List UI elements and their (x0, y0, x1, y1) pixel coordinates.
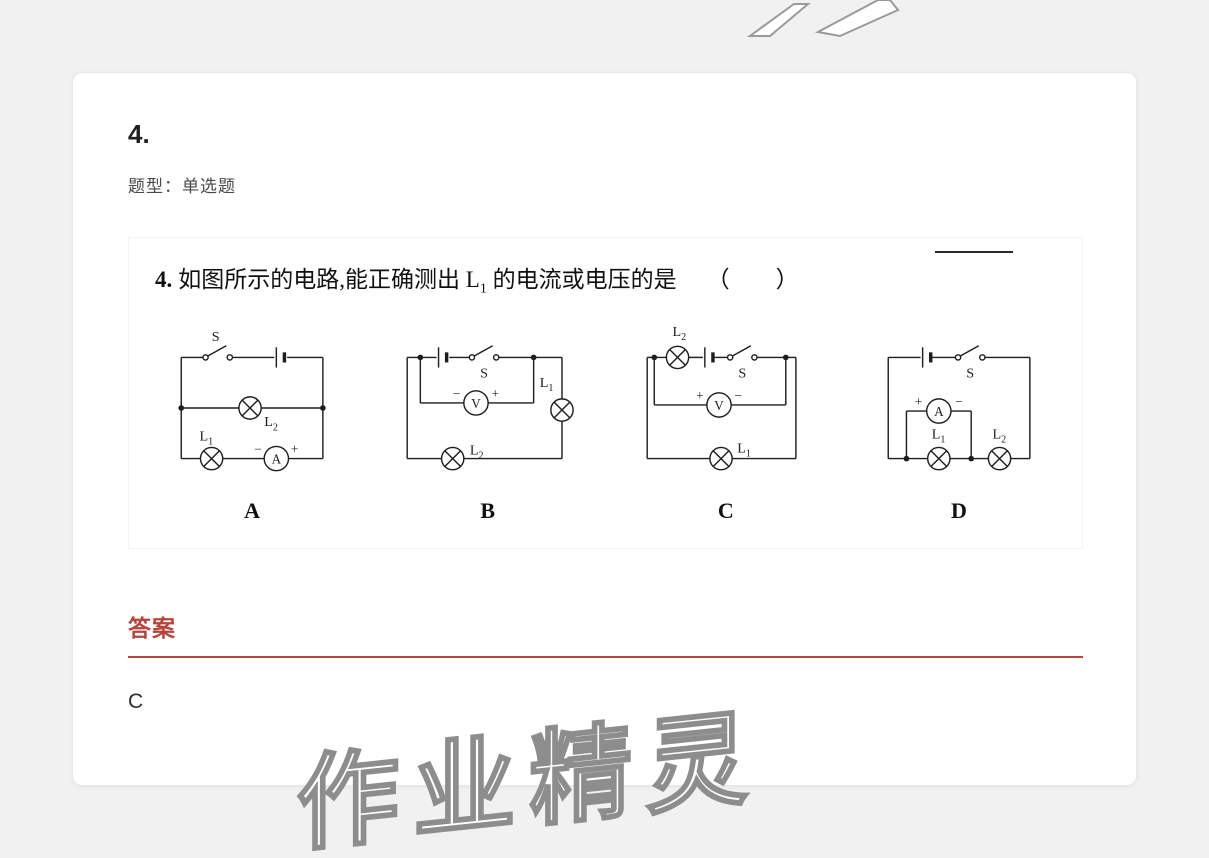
lamp-symbol-l1 (926, 446, 951, 471)
circuit-options-row: S L2 L1 A − + A (155, 322, 1056, 524)
stem-text: 如图所示的电路,能正确测出 L (178, 267, 480, 292)
meter-letter: V (471, 396, 481, 411)
circuit-d-labels: S L1 L2 A + − (915, 365, 1006, 445)
junction-dot (783, 354, 789, 360)
question-stem: 4.如图所示的电路,能正确测出 L1 的电流或电压的是 （ ） (155, 260, 1056, 298)
meter-minus: − (955, 394, 962, 409)
circuit-a-diagram: S L2 L1 A − + (178, 329, 326, 472)
switch-symbol (468, 344, 500, 361)
question-type-label: 题型：单选题 (128, 177, 236, 196)
lamp-label-l2: L2 (992, 426, 1006, 445)
meter-plus: + (696, 387, 703, 402)
voltmeter-symbol (462, 389, 489, 416)
voltmeter-symbol (706, 391, 733, 418)
circuit-option-label: C (717, 497, 734, 523)
junction-dot (320, 404, 326, 411)
ammeter-symbol (263, 445, 290, 472)
switch-symbol (202, 344, 234, 361)
meter-plus: + (291, 441, 298, 456)
lamp-label-l2: L2 (673, 324, 687, 343)
circuit-b-wires (406, 344, 574, 471)
lamp-symbol-l1 (709, 446, 734, 471)
circuit-c-labels: L2 S L1 V + − (673, 324, 751, 459)
meter-letter: A (934, 404, 944, 419)
watermark-text: 作业精灵 (297, 699, 762, 858)
lamp-label-l1: L1 (932, 426, 946, 445)
lamp-symbol-l2 (665, 345, 690, 369)
watermark-fragment-shapes (746, 0, 900, 38)
switch-label: S (480, 365, 488, 381)
circuit-d-diagram: S L1 L2 A + − (887, 344, 1031, 471)
switch-label: S (739, 365, 747, 381)
battery-symbol (275, 346, 287, 368)
circuit-b-labels: S L1 L2 V − + (453, 365, 553, 461)
question-body: 4.如图所示的电路,能正确测出 L1 的电流或电压的是 （ ） (128, 237, 1083, 549)
switch-symbol (954, 344, 986, 361)
watermark: 作业精灵 (295, 697, 763, 858)
lamp-label-l2: L2 (264, 414, 278, 433)
answer-divider (128, 656, 1083, 658)
circuit-d-wires (887, 344, 1031, 471)
stem-subscript: 1 (479, 281, 487, 297)
circuit-b-diagram: S L1 L2 V − + (406, 344, 574, 471)
lamp-symbol-l1 (549, 397, 574, 422)
meter-letter: A (272, 451, 282, 466)
junction-dot (530, 354, 537, 360)
junction-dot (968, 455, 974, 462)
answer-section-heading: 答案 (128, 615, 176, 641)
battery-symbol (437, 346, 448, 368)
junction-dot (178, 404, 185, 411)
answer-value: C (128, 690, 144, 713)
junction-dot (417, 354, 423, 360)
circuit-option-d: S L1 L2 A + − D (868, 322, 1050, 524)
circuit-option-c: L2 S L1 V + − C (632, 322, 819, 524)
circuit-c-diagram: L2 S L1 V + − (646, 324, 797, 471)
meter-minus: − (735, 387, 742, 402)
circuit-option-a: S L2 L1 A − + A (161, 322, 343, 524)
meter-plus: + (915, 394, 922, 409)
circuit-option-label: A (244, 497, 260, 523)
lamp-symbol-l2 (440, 446, 465, 471)
lamp-symbol-l2 (987, 446, 1012, 471)
meter-minus: − (453, 385, 460, 400)
watermark-fragment (746, 0, 900, 38)
junction-dot (903, 455, 910, 462)
lamp-label-l1: L1 (737, 440, 751, 459)
switch-label: S (966, 365, 974, 381)
question-card: 4. 题型：单选题 4.如图所示的电路,能正确测出 L1 的电流或电压的是（ ） (72, 72, 1137, 786)
circuit-option-label: B (480, 497, 496, 523)
battery-symbol (921, 346, 933, 368)
lamp-label-l1: L1 (539, 374, 553, 393)
junction-dot (651, 354, 658, 360)
lamp-label-l1: L1 (199, 428, 213, 447)
battery-symbol (704, 346, 715, 368)
circuit-c-wires (646, 344, 797, 471)
answer-blank-line (935, 251, 1013, 253)
lamp-symbol-l2 (238, 395, 262, 420)
meter-letter: V (715, 398, 725, 413)
meter-plus: + (491, 385, 498, 400)
stem-tail: 的电流或电压的是 (486, 267, 677, 292)
switch-label: S (212, 329, 220, 345)
answer-blank-parens: （ ） (706, 267, 799, 292)
circuit-option-label: D (950, 497, 967, 523)
lamp-symbol-l1 (199, 446, 224, 471)
lamp-label-l2: L2 (469, 442, 483, 461)
stem-number: 4. (155, 267, 173, 292)
ammeter-symbol (925, 397, 952, 424)
circuit-a-wires (178, 344, 326, 472)
circuit-a-labels: S L2 L1 A − + (199, 329, 298, 466)
circuit-option-b: S L1 L2 V − + B (392, 322, 584, 524)
question-number: 4. (128, 119, 150, 149)
switch-symbol (727, 344, 759, 361)
meter-minus: − (254, 441, 261, 456)
